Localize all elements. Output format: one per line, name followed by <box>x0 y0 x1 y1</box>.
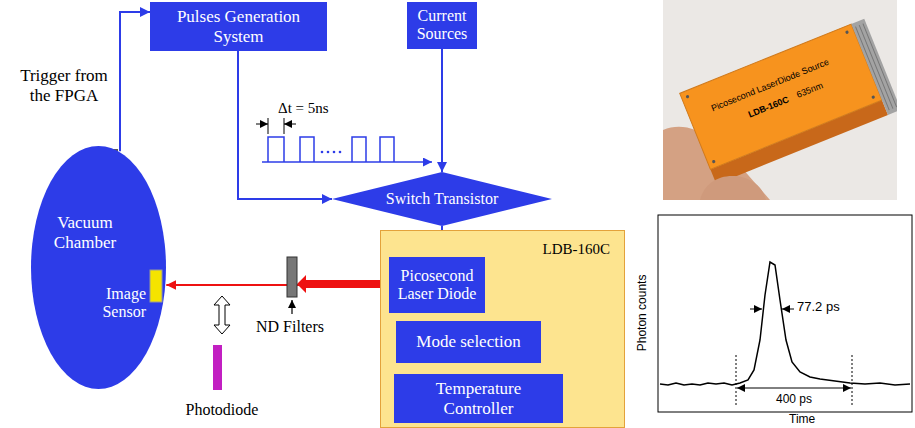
node-text: Image Sensor <box>82 285 146 322</box>
time-axis <box>262 161 432 163</box>
device-panel: LDB-160C Picosecond Laser DiodeMode selec… <box>380 230 625 428</box>
connector-arrow <box>441 49 443 172</box>
axis-label: Photon counts <box>636 275 650 352</box>
dimension-arrow <box>284 124 296 125</box>
switch-diamond: Switch Transistor <box>332 172 552 226</box>
tick-mark <box>268 118 269 134</box>
pulse-chart <box>658 215 912 412</box>
node-text: Switch Transistor <box>386 190 498 208</box>
node-text: Picosecond Laser Diode <box>394 267 480 304</box>
node-text: LDB-160C <box>543 241 611 258</box>
diamond-shape <box>332 172 552 226</box>
process-box: Mode selection <box>396 321 541 363</box>
move-arrow <box>214 296 230 334</box>
axis-label: Time <box>789 413 815 427</box>
ellipse-outline <box>30 145 167 390</box>
nd-filter <box>287 257 297 297</box>
node-text: Current Sources <box>412 7 472 44</box>
chamber-ellipse: Vacuum ChamberImage Sensor <box>30 145 167 390</box>
interval-label: Δt = 5ns <box>278 100 329 117</box>
node-text: Mode selection <box>416 332 520 352</box>
connector-arrow <box>120 12 150 151</box>
ellipsis-dots <box>321 151 342 154</box>
part-label: ND Filters <box>256 318 324 336</box>
connector-arrow <box>238 51 332 199</box>
dimension-arrow <box>256 124 268 125</box>
process-box: Picosecond Laser Diode <box>389 257 485 313</box>
leader-arrow <box>291 300 292 314</box>
photodiode-bar <box>213 345 222 390</box>
width-label: 77.2 ps <box>797 300 840 315</box>
laser-beam <box>297 275 392 293</box>
node-text: Vacuum Chamber <box>35 213 135 252</box>
chamber-shape <box>31 146 166 389</box>
device-print: LDB-160C <box>746 94 790 120</box>
process-box: Pulses Generation System <box>150 2 327 51</box>
process-box: Temperature Controller <box>394 374 563 423</box>
width-label: 400 ps <box>776 393 812 407</box>
process-box: Current Sources <box>407 2 477 49</box>
pulse-train <box>268 137 394 162</box>
device-print: 635nm <box>795 80 824 100</box>
image-sensor <box>150 270 162 302</box>
tick-mark <box>284 118 285 134</box>
node-text: Pulses Generation System <box>155 7 322 46</box>
part-label: Photodiode <box>186 401 259 419</box>
device-photo <box>663 0 897 200</box>
node-text: Temperature Controller <box>399 379 558 418</box>
signal-label: Trigger from the FPGA <box>14 66 114 105</box>
